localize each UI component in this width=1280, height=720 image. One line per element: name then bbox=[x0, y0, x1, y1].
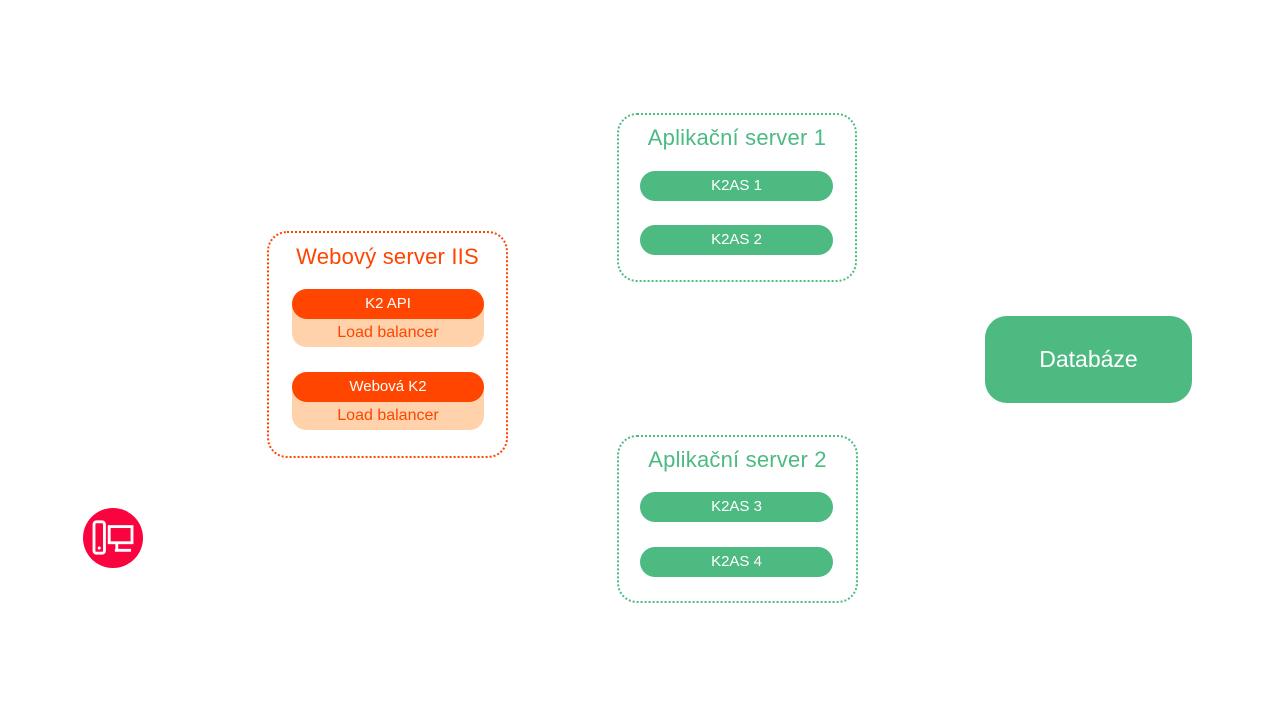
client-computer-badge bbox=[83, 508, 143, 568]
k2-api-load-balancer-group: K2 API Load balancer bbox=[292, 289, 484, 347]
k2-api-node: K2 API bbox=[292, 289, 484, 319]
load-balancer-label: Load balancer bbox=[337, 407, 439, 424]
k2as-4-node: K2AS 4 bbox=[640, 547, 833, 577]
app-server-1-box: Aplikační server 1 K2AS 1 K2AS 2 bbox=[617, 113, 857, 282]
web-server-box: Webový server IIS K2 API Load balancer W… bbox=[267, 231, 508, 458]
database-node: Databáze bbox=[985, 316, 1192, 403]
app-server-2-box: Aplikační server 2 K2AS 3 K2AS 4 bbox=[617, 435, 858, 603]
web-server-title: Webový server IIS bbox=[296, 244, 479, 269]
webova-k2-load-balancer-group: Webová K2 Load balancer bbox=[292, 372, 484, 430]
k2as-2-node: K2AS 2 bbox=[640, 225, 833, 255]
app-server-1-title: Aplikační server 1 bbox=[647, 125, 827, 150]
webova-k2-node: Webová K2 bbox=[292, 372, 484, 402]
desktop-computer-icon bbox=[92, 520, 134, 555]
k2as-1-node: K2AS 1 bbox=[640, 171, 833, 201]
k2as-3-node: K2AS 3 bbox=[640, 492, 833, 522]
app-server-2-title: Aplikační server 2 bbox=[648, 447, 827, 472]
load-balancer-label: Load balancer bbox=[337, 324, 439, 341]
